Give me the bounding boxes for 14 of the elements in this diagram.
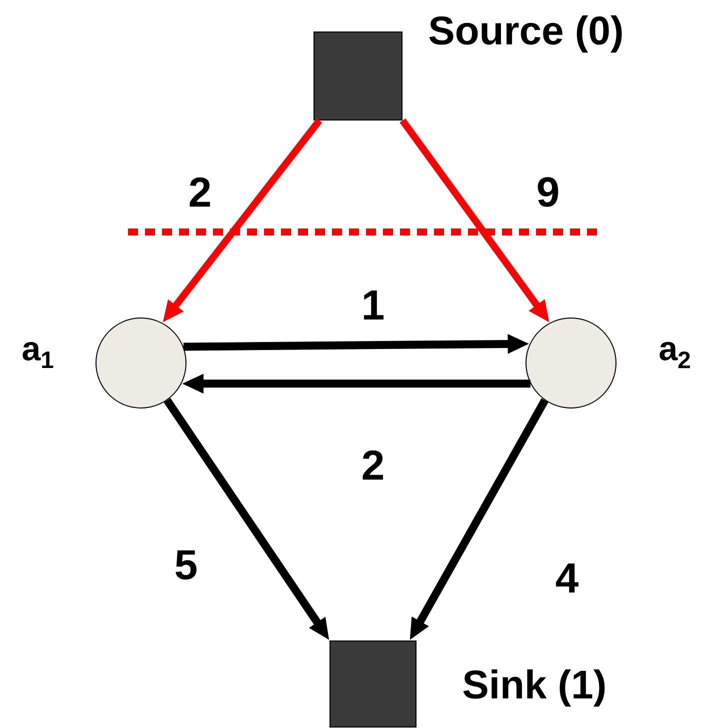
circle-node xyxy=(526,318,616,408)
node-label: Sink (1) xyxy=(463,669,605,707)
square-node xyxy=(314,32,402,120)
node-label: a$_{2}$ xyxy=(660,342,690,368)
node-label: Source (0) xyxy=(429,15,622,53)
edge-label: 4 xyxy=(556,564,578,592)
edge-label: 2 xyxy=(362,450,383,480)
square-node xyxy=(330,640,416,728)
edge-label: 9 xyxy=(538,177,558,207)
edge-label: 1 xyxy=(364,290,384,320)
edge-label: 2 xyxy=(190,177,210,207)
circle-node xyxy=(96,318,186,408)
node-label: a$_{1}$ xyxy=(22,342,54,368)
edge-label: 5 xyxy=(176,550,196,580)
